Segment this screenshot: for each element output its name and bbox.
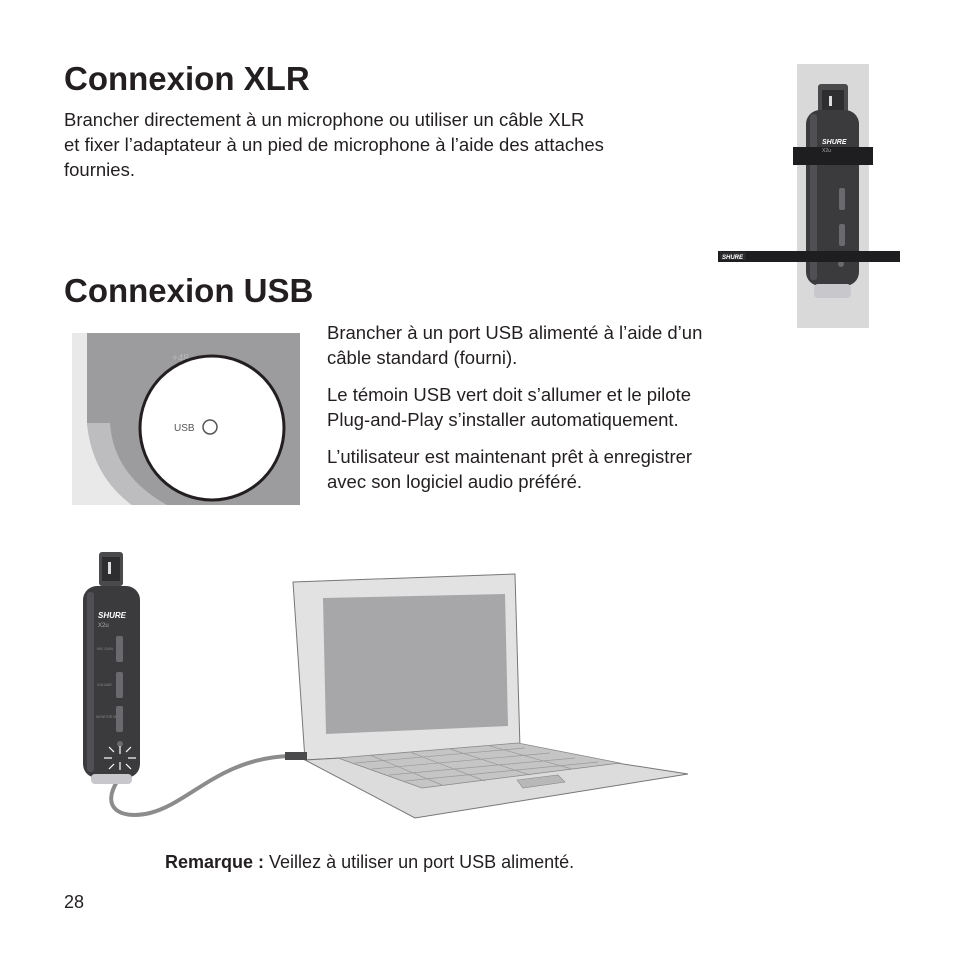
usb-paragraph-1: Brancher à un port USB alimenté à l’aide…: [327, 320, 767, 370]
usb-connection-illustration: SHURE X2u MIC GAIN VOLUME MONITOR MIX: [80, 548, 690, 828]
usb-paragraph-3: L’utilisateur est maintenant prêt à enre…: [327, 444, 767, 494]
note-text: Veillez à utiliser un port USB alimenté.: [264, 852, 575, 872]
usb-p1-line-2: câble standard (fourni).: [327, 347, 518, 368]
usb-description: Brancher à un port USB alimenté à l’aide…: [327, 320, 767, 506]
xlr-line-1: Brancher directement à un microphone ou …: [64, 109, 585, 130]
usb-port-label: USB: [174, 423, 195, 434]
usb-port-icon: [202, 419, 218, 435]
faint-label: +48: [172, 353, 189, 364]
device-model: X2u: [98, 623, 109, 629]
xlr-line-3: fournies.: [64, 159, 135, 180]
xlr-stand-illustration: SHURE X2u SHURE: [718, 64, 900, 330]
usb-p3-line-2: avec son logiciel audio préféré.: [327, 471, 583, 492]
usb-title: Connexion USB: [64, 272, 314, 309]
note-label: Remarque :: [165, 852, 265, 872]
usb-p3-line-1: L’utilisateur est maintenant prêt à enre…: [327, 446, 693, 467]
note: Remarque : Veillez à utiliser un port US…: [165, 850, 574, 874]
monitor-mix-label: MONITOR MIX: [96, 715, 120, 719]
usb-p1-line-1: Brancher à un port USB alimenté à l’aide…: [327, 322, 703, 343]
xlr-description: Brancher directement à un microphone ou …: [64, 107, 744, 182]
usb-led-glow-icon: [104, 746, 136, 770]
mic-gain-label: MIC GAIN: [97, 647, 113, 651]
usb-p2-line-1: Le témoin USB vert doit s’allumer et le …: [327, 384, 692, 405]
device-model-small: X2u: [822, 148, 831, 154]
volume-label: VOLUME: [97, 683, 112, 687]
usb-p2-line-2: Plug-and-Play s’installer automatiquemen…: [327, 409, 679, 430]
strap-brand: SHURE: [722, 255, 744, 261]
device-brand: SHURE: [98, 611, 127, 620]
xlr-title: Connexion XLR: [64, 60, 310, 97]
usb-port-callout: +48 USB: [72, 333, 300, 505]
usb-paragraph-2: Le témoin USB vert doit s’allumer et le …: [327, 382, 767, 432]
device-brand-small: SHURE: [822, 139, 847, 146]
page-number: 28: [64, 892, 85, 912]
xlr-line-2: et fixer l’adaptateur à un pied de micro…: [64, 134, 604, 155]
